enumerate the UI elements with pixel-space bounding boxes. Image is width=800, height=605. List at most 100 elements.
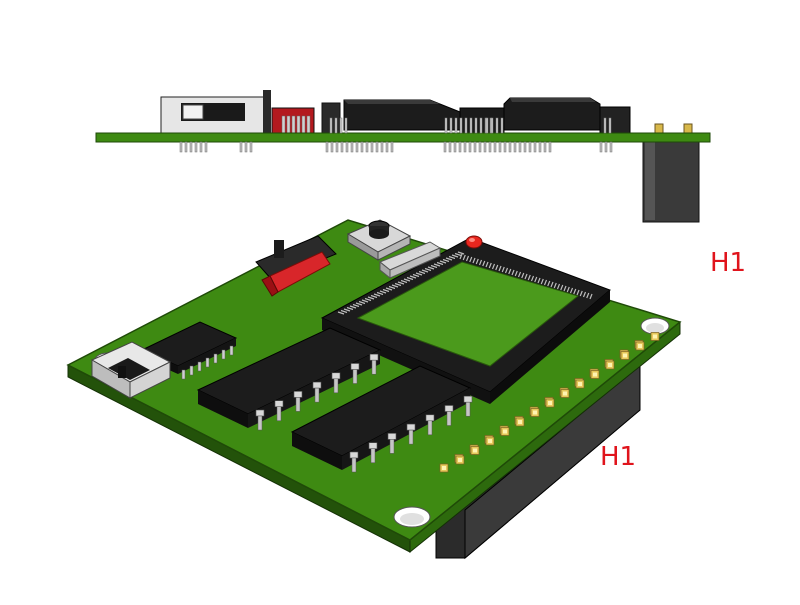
side-lead (444, 117, 448, 134)
side-lead (533, 141, 537, 153)
qfp-pin (415, 272, 423, 276)
header-pad-center (503, 429, 507, 434)
qfp-pin (573, 288, 577, 295)
header-pad-center (608, 363, 612, 367)
side-chip-right (503, 97, 601, 131)
dip-pin-leg (389, 439, 395, 454)
side-lead (199, 141, 203, 153)
side-lead (375, 141, 379, 153)
qfp-pin (478, 259, 483, 266)
dip-pin-leg (276, 406, 282, 421)
side-lead (523, 141, 527, 153)
header-pad-center (653, 334, 657, 339)
qfp-pin (524, 273, 528, 280)
side-lead (370, 141, 374, 153)
qfp-pin (465, 255, 470, 262)
dip-pin-leg (333, 378, 339, 394)
header-pad-center (623, 353, 627, 358)
qfp-pin (436, 261, 444, 266)
side-lead (490, 117, 494, 134)
qfp-pin (498, 265, 502, 272)
dip-pin (350, 363, 360, 370)
side-slide-switch-knob (182, 104, 204, 120)
side-lead (493, 141, 497, 153)
side-lead (609, 141, 613, 153)
soic-pin (197, 361, 202, 372)
header-pad-center (578, 382, 582, 386)
side-view-label: H1 (710, 248, 747, 278)
qfp-pin (403, 278, 411, 282)
pin-header-pads (439, 332, 660, 473)
header-pad-center (593, 372, 597, 377)
side-lead (345, 141, 349, 153)
header-pad-center (488, 439, 492, 443)
side-lead (473, 141, 477, 153)
soic-pin (181, 369, 186, 380)
dip-pin-leg (408, 429, 414, 445)
side-lead (454, 117, 458, 134)
side-lead (179, 141, 183, 153)
side-lead (485, 117, 489, 134)
side-lead (335, 141, 339, 153)
iso-view (66, 219, 682, 560)
qfp-pin (553, 282, 557, 289)
qfp-pin (517, 271, 522, 278)
side-lead (469, 117, 473, 134)
side-lead (448, 141, 452, 153)
side-lead (468, 141, 472, 153)
qfp-pin (406, 276, 414, 281)
soic-pin (221, 349, 226, 360)
qfp-pin (358, 300, 366, 305)
header-pad-center (518, 420, 522, 424)
qfp-pin (501, 266, 505, 273)
qfp-pin (418, 270, 426, 275)
dip-chip (290, 365, 473, 473)
dip-pin-leg (465, 401, 471, 417)
dip-pin-leg (371, 359, 377, 375)
dip-chip (196, 327, 382, 431)
dip-pin (312, 381, 322, 389)
side-lead (443, 141, 447, 153)
qfp-pin (400, 279, 408, 284)
dip-pin (293, 391, 303, 398)
qfp-pin (530, 275, 535, 282)
side-lead (344, 117, 348, 134)
header-pad-center (548, 401, 552, 405)
side-lead (538, 141, 542, 153)
qfp-pin (566, 286, 570, 293)
qfp-pin (385, 287, 393, 291)
qfp-pin (579, 290, 583, 297)
qfp-pin (352, 303, 360, 308)
qfp-pin (442, 258, 450, 263)
side-lead (330, 141, 334, 153)
side-lead (350, 141, 354, 153)
header-pad-center (533, 410, 537, 415)
side-lead (244, 141, 248, 153)
dip-pin (274, 400, 284, 408)
qfp-pin (472, 257, 476, 264)
qfp-pin (540, 278, 544, 285)
side-pcb-board (95, 132, 711, 143)
qfp-pin (451, 254, 459, 258)
qfp-pin (547, 280, 551, 287)
side-chip-left-top (344, 100, 440, 104)
qfp-pin (445, 257, 453, 261)
dip-pin (255, 409, 265, 417)
side-lead (548, 141, 552, 153)
iso-view-label: H1 (600, 442, 637, 472)
side-lead (604, 141, 608, 153)
side-lead (449, 117, 453, 134)
side-lead (189, 141, 193, 153)
qfp-chip-socket-side2 (490, 290, 610, 404)
qfp-pin (421, 269, 429, 273)
dip-pin-leg (446, 411, 452, 426)
side-lead (334, 117, 338, 134)
qfp-pin (482, 260, 486, 267)
red-led (465, 235, 483, 249)
qfp-pin (560, 284, 564, 291)
side-lead (385, 141, 389, 153)
qfp-pin (439, 260, 447, 264)
side-lead (204, 141, 208, 153)
side-lead (286, 115, 291, 134)
